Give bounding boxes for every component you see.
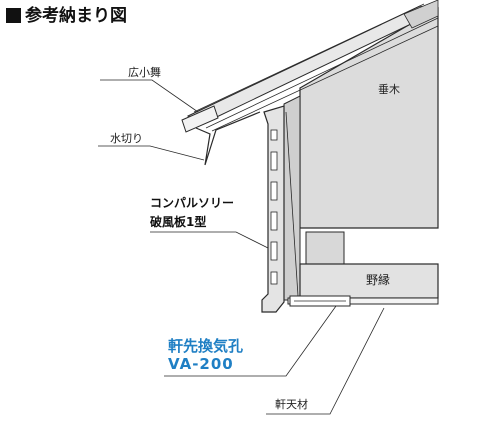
roof-layer-line <box>205 17 439 129</box>
page-title-text: 参考納まり図 <box>25 6 127 26</box>
label-vent-model: VA-200 <box>168 355 234 373</box>
furring-strip <box>299 263 439 299</box>
label-furring: 野縁 <box>366 273 391 287</box>
page-title: 参考納まり図 <box>6 8 127 25</box>
roof-corner-block <box>403 0 439 29</box>
label-rafter: 垂木 <box>378 83 400 96</box>
fascia-diagonal <box>285 111 299 297</box>
soffit-board <box>287 297 439 305</box>
kouko-board <box>181 105 219 133</box>
roof-layer-line <box>193 3 425 113</box>
fascia-groove <box>270 211 278 231</box>
roof-layer-line <box>211 25 439 132</box>
title-square-icon <box>6 8 21 23</box>
fascia-groove <box>270 271 278 285</box>
fascia-groove <box>270 241 278 261</box>
leader-kouko <box>100 79 199 113</box>
label-soffit: 軒天材 <box>275 398 308 411</box>
fascia-groove <box>270 181 278 201</box>
leader-nokiten <box>266 307 385 415</box>
label-compulsory: コンパルソリー <box>150 196 235 210</box>
fascia-groove <box>270 151 278 171</box>
label-mizukiri: 水切り <box>110 132 143 145</box>
fascia-panel <box>261 105 285 313</box>
leader-konpa <box>150 231 269 249</box>
label-kouko: 広小舞 <box>128 66 161 79</box>
leader-vent <box>164 305 337 377</box>
bracket-block <box>305 231 345 267</box>
label-vent-name: 軒先換気孔 <box>168 337 244 355</box>
fascia-groove <box>270 129 278 141</box>
label-fascia-type: 破風板1型 <box>150 215 207 229</box>
leader-mizukiri <box>98 145 205 161</box>
drip-flashing <box>195 111 261 166</box>
